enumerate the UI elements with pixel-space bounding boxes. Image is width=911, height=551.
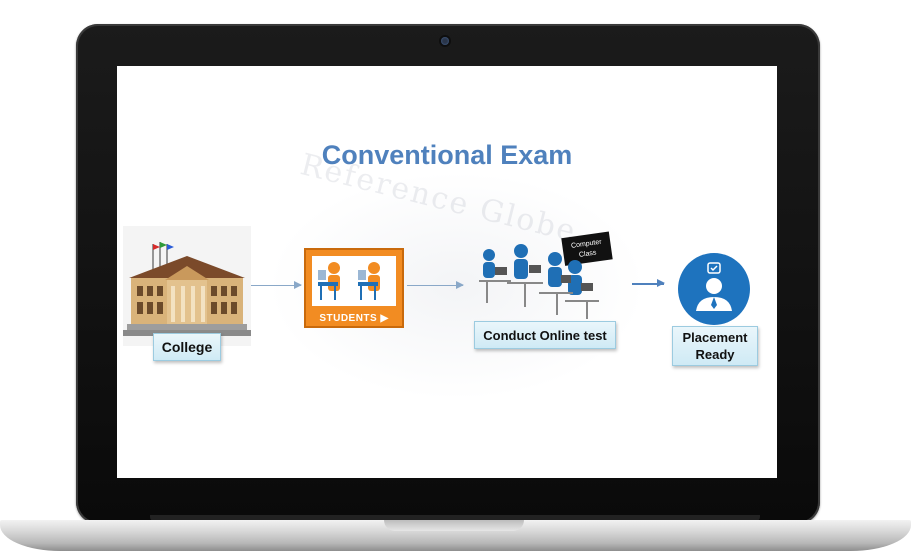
online-test-label-text: Conduct Online test <box>483 327 607 343</box>
college-label-text: College <box>161 339 213 355</box>
flag-red <box>153 244 160 250</box>
placement-label: Placement Ready <box>672 326 758 366</box>
students-badge-text: STUDENTS ▶ <box>319 313 389 324</box>
arrow-students-to-test <box>407 281 464 289</box>
person-badge-icon <box>696 262 732 311</box>
flag-blue <box>167 244 174 250</box>
svg-text:Computer: Computer <box>571 239 603 250</box>
webcam-icon <box>441 37 449 45</box>
college-building-icon <box>123 226 251 346</box>
college-label: College <box>153 333 221 361</box>
students-badge: STUDENTS ▶ <box>304 248 404 328</box>
computer-class-icon: Computer Class <box>479 231 613 319</box>
online-test-label: Conduct Online test <box>474 321 616 349</box>
students-picture <box>312 256 396 306</box>
placement-label-text: Placement Ready <box>682 330 748 362</box>
laptop-notch <box>384 520 524 531</box>
flag-green <box>160 242 167 248</box>
arrow-college-to-students <box>251 281 302 289</box>
laptop-screen: Reference Globe Conventional Exam Colleg… <box>117 66 777 478</box>
slide-title: Conventional Exam <box>321 140 573 170</box>
laptop-hinge <box>150 515 760 521</box>
svg-text:Class: Class <box>579 249 598 258</box>
arrow-test-to-placement <box>632 279 665 287</box>
placement-icon <box>678 253 750 325</box>
students-icon <box>318 262 380 300</box>
